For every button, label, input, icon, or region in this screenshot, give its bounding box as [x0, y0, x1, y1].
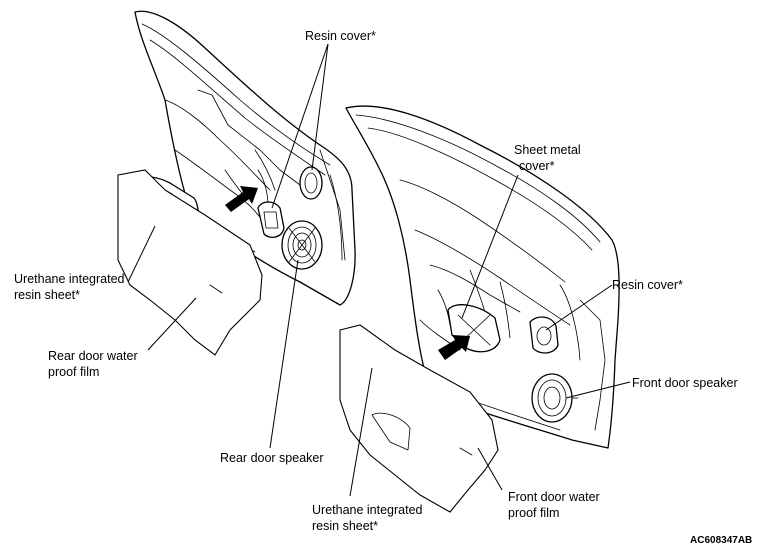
label-urethane-rear-line1: Urethane integrated	[14, 272, 125, 286]
label-resin-cover-right: Resin cover*	[612, 278, 683, 292]
leader-lines	[127, 43, 631, 497]
label-urethane-front-line1: Urethane integrated	[312, 503, 423, 517]
label-front-film-line1: Front door water	[508, 490, 600, 504]
label-sheet-metal-cover-line2: cover*	[519, 159, 555, 173]
label-front-film-line2: proof film	[508, 506, 560, 520]
rear-door-speaker	[281, 220, 323, 270]
rear-resin-cover-lower	[257, 201, 285, 239]
label-rear-film-line1: Rear door water	[48, 349, 138, 363]
front-install-arrow	[438, 335, 470, 360]
front-door-speaker	[531, 373, 579, 423]
label-rear-door-speaker: Rear door speaker	[220, 451, 324, 465]
label-urethane-front-line2: resin sheet*	[312, 519, 379, 533]
front-water-proof-film	[339, 324, 499, 513]
label-rear-film-line2: proof film	[48, 365, 100, 379]
rear-install-arrow	[225, 186, 258, 212]
label-front-door-speaker: Front door speaker	[632, 376, 738, 390]
front-resin-cover	[529, 316, 559, 354]
label-resin-cover-top: Resin cover*	[305, 29, 376, 43]
label-sheet-metal-cover-line1: Sheet metal	[514, 143, 581, 157]
rear-water-proof-film	[117, 169, 263, 356]
label-urethane-rear-line2: resin sheet*	[14, 288, 81, 302]
rear-resin-cover-upper	[299, 166, 323, 200]
figure-code: AC608347AB	[690, 535, 753, 546]
